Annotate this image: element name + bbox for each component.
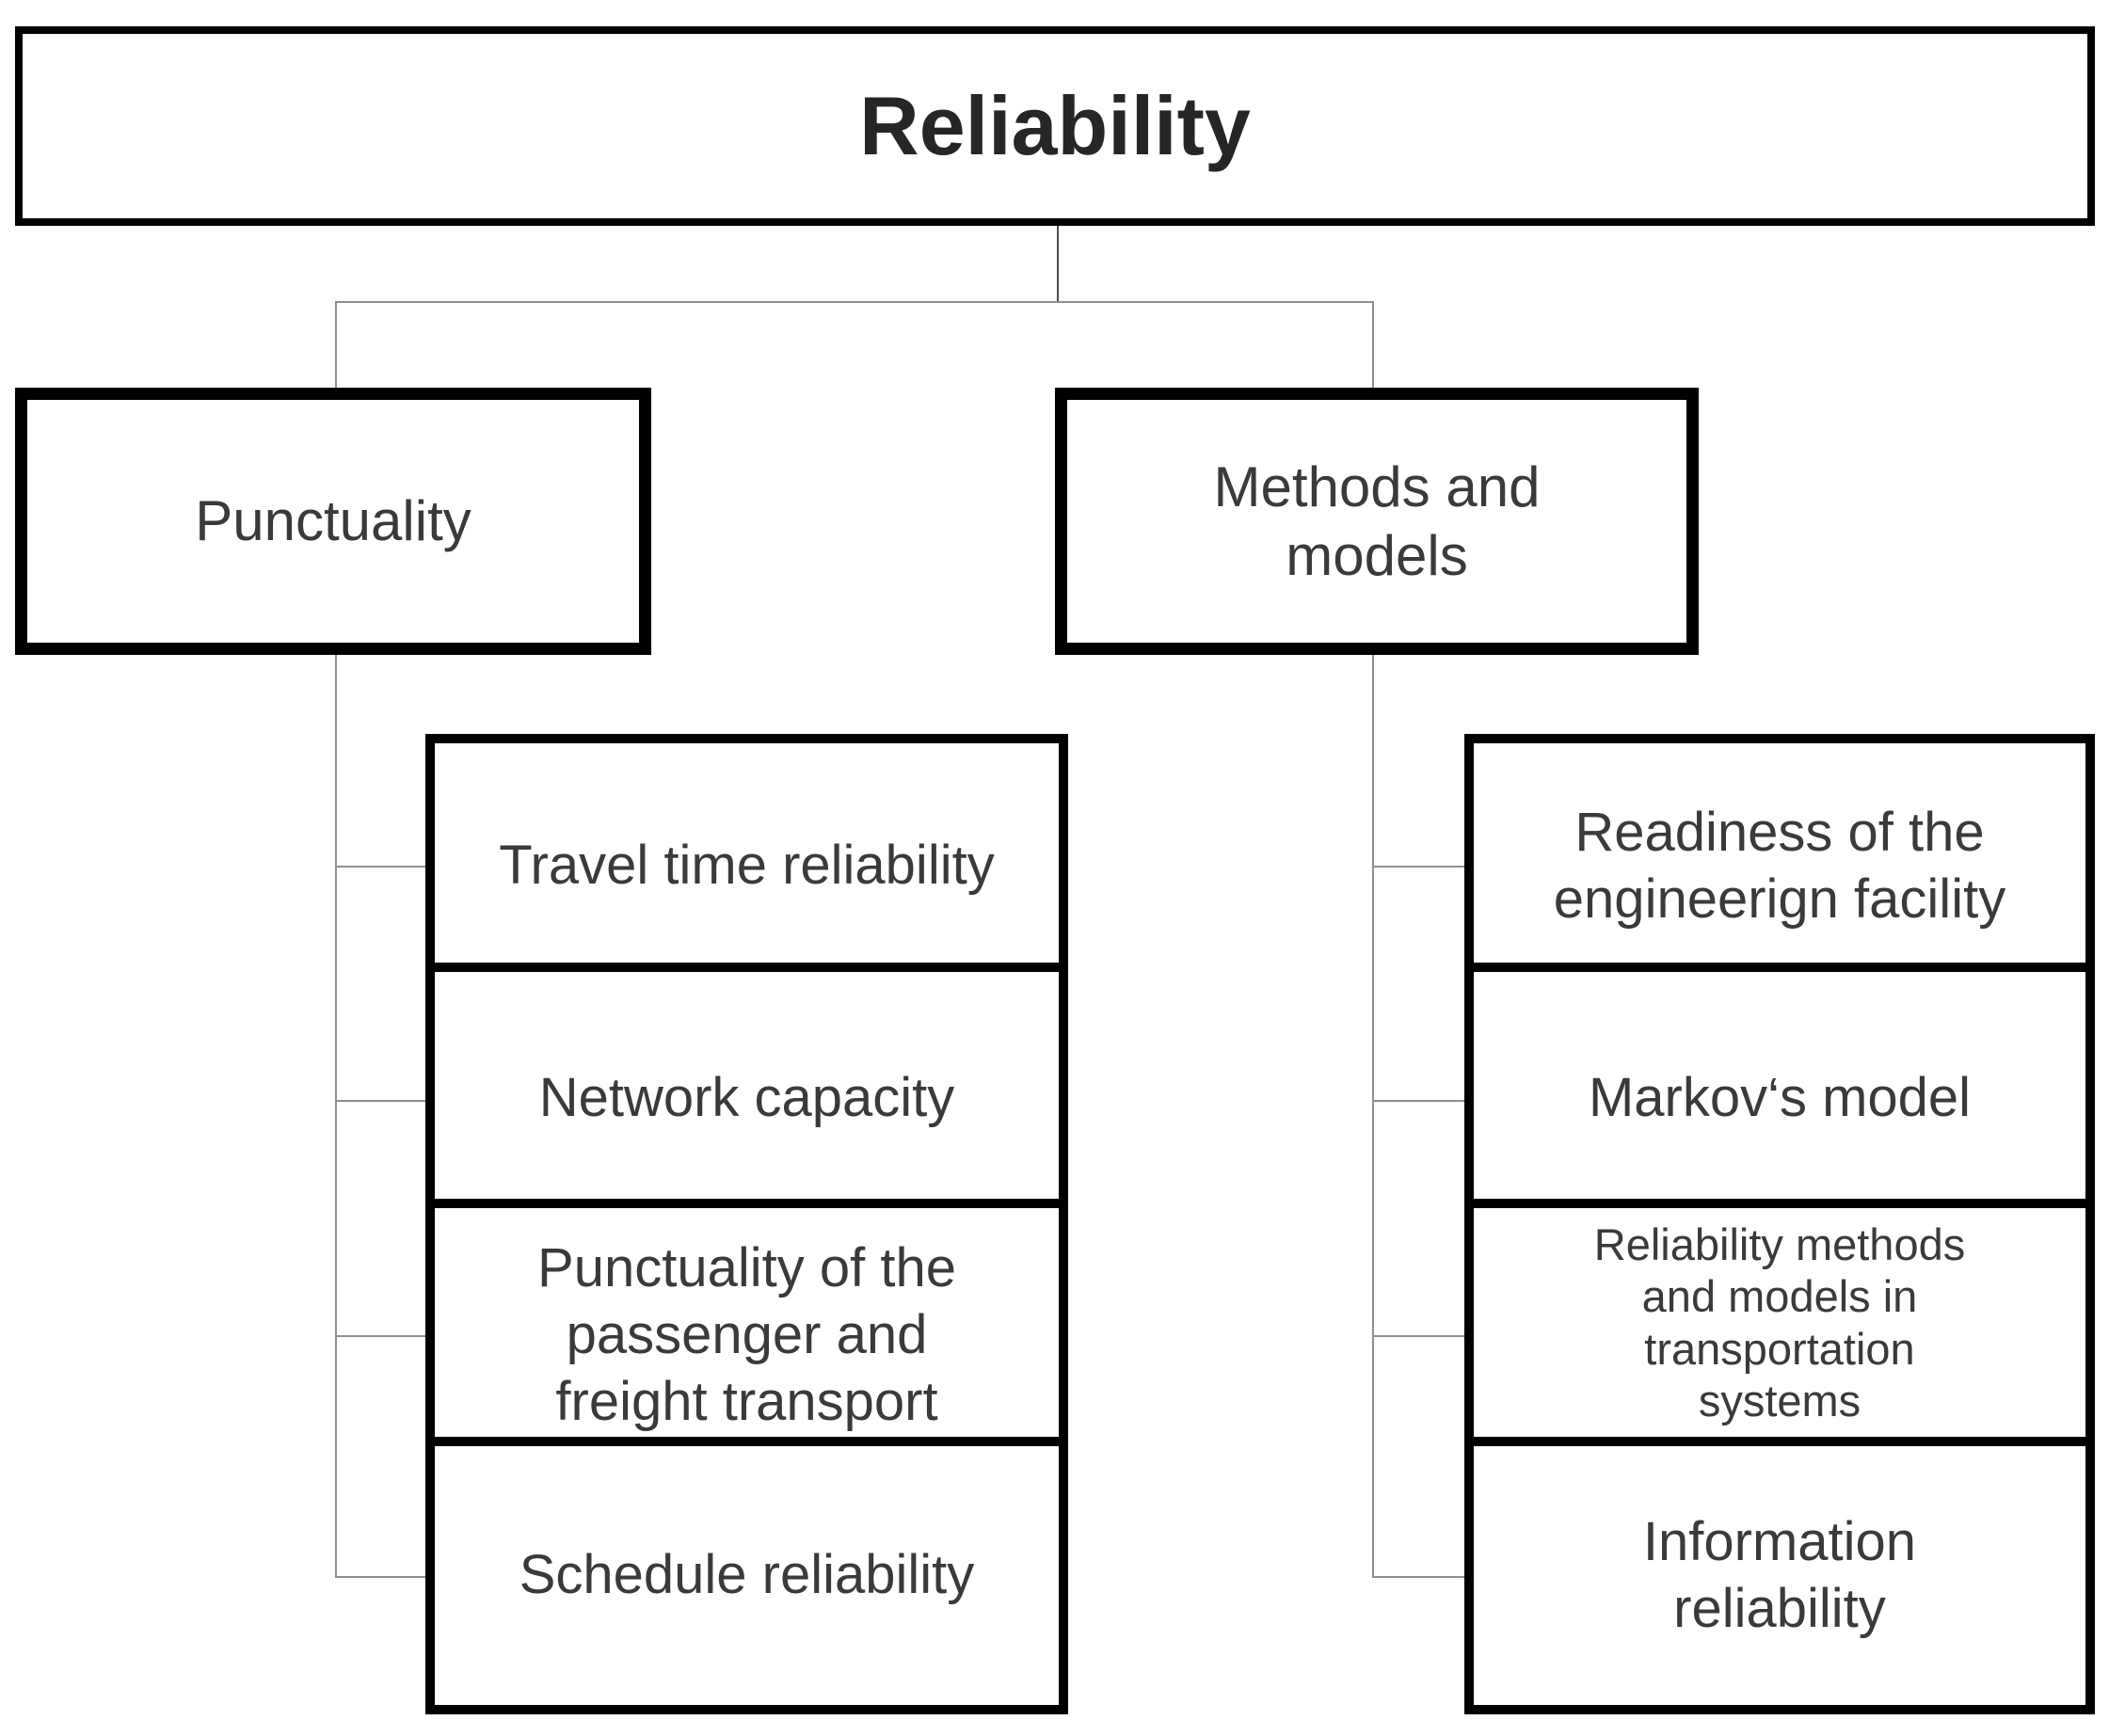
leaf-label-information-reliability: Information reliability [1642,1510,1917,1639]
leaf-box-reliability-methods-models: Reliability methods and models in transp… [1464,1199,2095,1446]
leaf-box-markovs-model: Markov‘s model [1464,963,2095,1208]
connector-left-drop [335,301,337,390]
leaf-label-network-capacity: Network capacity [538,1067,955,1129]
root-box-label: Reliability [859,78,1251,172]
leaf-label-punctuality-passenger-freight: Punctuality of the passenger and freight… [537,1237,956,1432]
connector-right-stub-1 [1372,866,1466,868]
connector-right-stub-4 [1372,1576,1466,1578]
connector-left-stub-3 [335,1335,427,1337]
leaf-label-schedule-reliability: Schedule reliability [519,1544,975,1606]
connector-right-stub-2 [1372,1100,1466,1102]
leaf-label-markovs-model: Markov‘s model [1588,1067,1972,1129]
leaf-box-punctuality-passenger-freight: Punctuality of the passenger and freight… [425,1199,1068,1446]
branch-box-methods-and-models-label: Methods and models [1213,454,1541,587]
connector-crossbar [335,301,1374,303]
root-box-reliability: Reliability [15,26,2095,226]
connector-right-drop [1372,301,1374,390]
branch-box-methods-and-models: Methods and models [1055,388,1699,655]
connector-left-stub-2 [335,1100,427,1102]
leaf-box-travel-time-reliability: Travel time reliability [425,734,1068,972]
leaf-label-reliability-methods-models: Reliability methods and models in transp… [1593,1218,1966,1425]
leaf-label-travel-time-reliability: Travel time reliability [499,835,995,897]
connector-root-stem [1057,226,1059,302]
connector-right-stub-3 [1372,1335,1466,1337]
branch-box-punctuality-label: Punctuality [195,489,471,553]
branch-box-punctuality: Punctuality [15,388,651,655]
connector-left-trunk [335,655,337,1578]
leaf-box-information-reliability: Information reliability [1464,1437,2095,1714]
leaf-box-network-capacity: Network capacity [425,963,1068,1208]
leaf-box-schedule-reliability: Schedule reliability [425,1437,1068,1714]
connector-left-stub-1 [335,866,427,868]
connector-left-stub-4 [335,1576,427,1578]
leaf-label-readiness-engineering-facility: Readiness of the engineerign facility [1553,801,2006,930]
leaf-box-readiness-engineering-facility: Readiness of the engineerign facility [1464,734,2095,972]
connector-right-trunk [1372,655,1374,1578]
